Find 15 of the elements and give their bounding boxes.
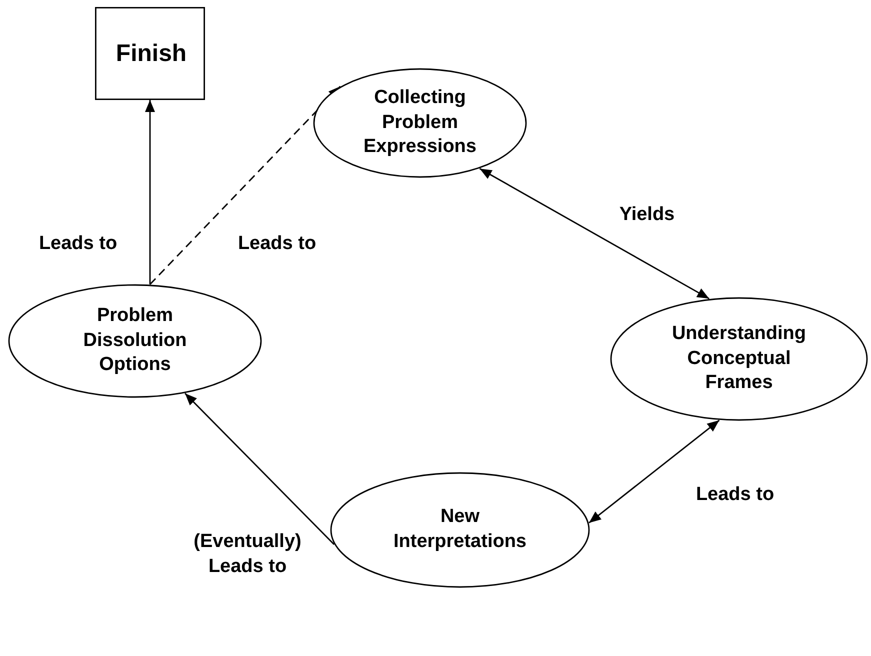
process-ellipse xyxy=(330,472,590,588)
node-label: Collecting Problem Expressions xyxy=(362,86,478,160)
arrow xyxy=(150,86,341,285)
process-ellipse xyxy=(313,68,527,178)
node-label: Problem Dissolution Options xyxy=(82,304,188,378)
process-box xyxy=(95,7,205,100)
arrow xyxy=(184,392,335,546)
arrow xyxy=(588,420,720,524)
process-ellipse xyxy=(8,284,262,398)
node-label: Understanding Conceptual Frames xyxy=(670,322,808,396)
arrow xyxy=(145,100,155,284)
arrow xyxy=(479,168,710,300)
node-label: New Interpretations xyxy=(392,505,528,554)
node-label: Finish xyxy=(116,38,184,69)
process-ellipse xyxy=(610,297,868,421)
